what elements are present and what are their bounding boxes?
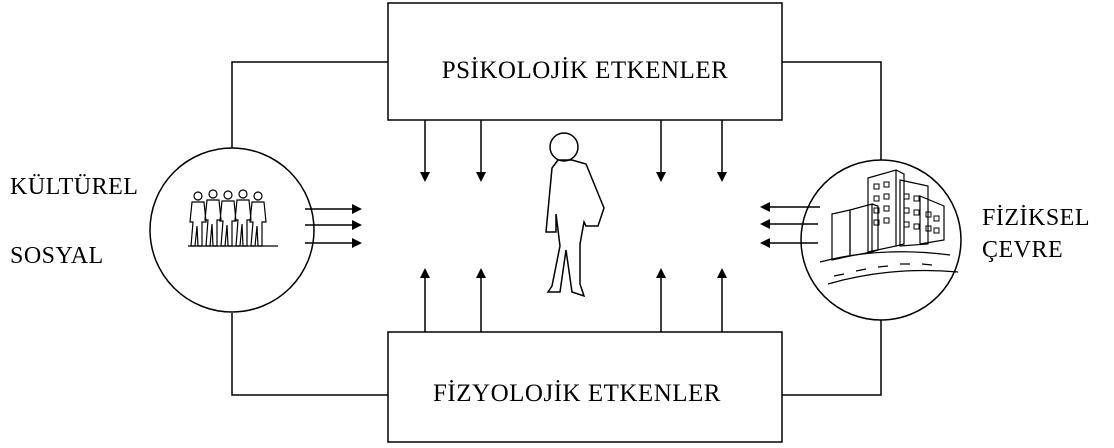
city-buildings-icon [819,169,959,285]
physical-environment-circle [800,159,962,321]
cultural-label: KÜLTÜREL [10,174,138,200]
top-arrows [420,120,727,182]
physical-label: FİZİKSEL [982,205,1090,231]
bottom-arrows [420,268,727,332]
human-figure-icon [545,132,605,298]
left-arrows [305,204,362,248]
physiological-factors-label: FİZYOLOJİK ETKENLER [433,380,721,407]
connector-lines [231,61,882,396]
social-label: SOSYAL [10,243,104,269]
cultural-social-circle [149,147,315,313]
environment-label: ÇEVRE [982,237,1063,263]
psychological-factors-label: PSİKOLOJİK ETKENLER [442,57,729,84]
psychological-factors-box: PSİKOLOJİK ETKENLER [387,2,783,121]
right-arrows [760,202,820,248]
physiological-factors-box: FİZYOLOJİK ETKENLER [387,331,783,443]
crowd-of-people-icon [188,189,278,247]
